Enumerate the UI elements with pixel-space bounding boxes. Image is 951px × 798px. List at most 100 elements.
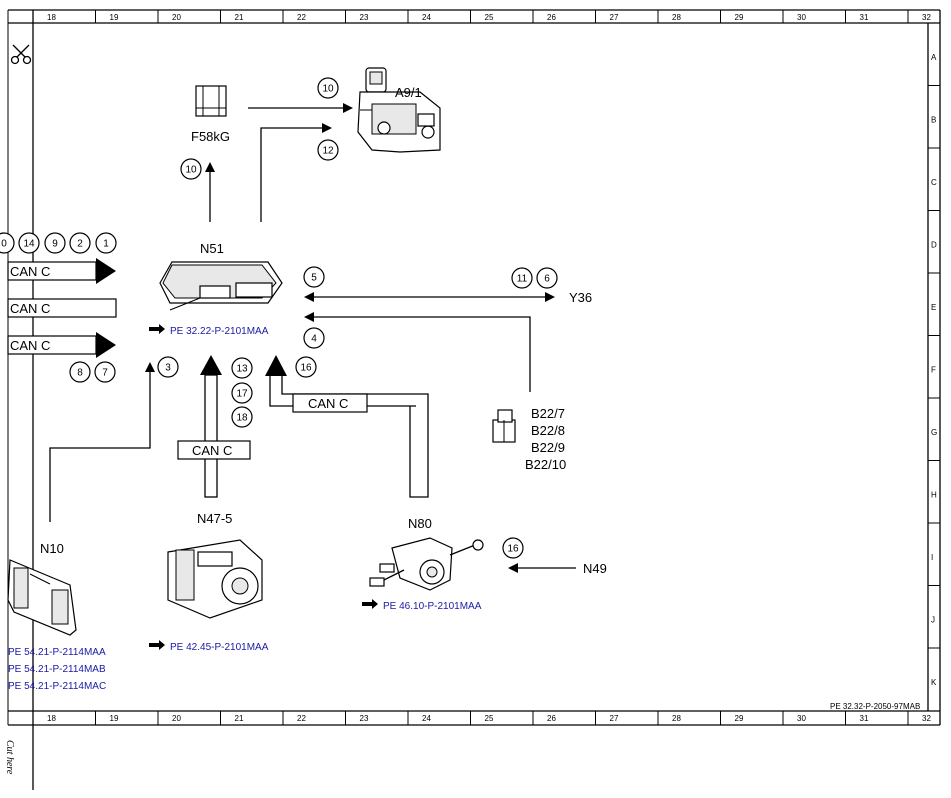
row-label: G — [931, 428, 937, 437]
col-label-bottom: 28 — [672, 714, 681, 723]
col-label-bottom: 25 — [485, 714, 494, 723]
col-label-top: 32 — [922, 13, 931, 22]
row-label: F — [931, 366, 936, 375]
row-label: J — [931, 616, 935, 625]
row-label: B — [931, 116, 936, 125]
svg-text:PE 42.45-P-2101MAA: PE 42.45-P-2101MAA — [170, 642, 269, 653]
col-label-top: 23 — [360, 13, 369, 22]
col-label-bottom: 27 — [610, 714, 619, 723]
row-label: E — [931, 303, 936, 312]
signal-circle-s10b: 10 — [180, 158, 202, 180]
svg-text:CAN C: CAN C — [10, 338, 50, 353]
steering-module-n80-icon — [369, 537, 484, 591]
signal-circle-s11: 11 — [511, 267, 533, 289]
svg-text:PE 32.22-P-2101MAA: PE 32.22-P-2101MAA — [170, 326, 269, 337]
col-label-bottom: 19 — [110, 714, 119, 723]
svg-text:12: 12 — [322, 146, 334, 157]
col-label-top: 20 — [172, 13, 181, 22]
svg-text:17: 17 — [236, 389, 248, 400]
col-label-top: 28 — [672, 13, 681, 22]
svg-text:0: 0 — [1, 239, 7, 250]
ref-n47: PE 42.45-P-2101MAA — [149, 640, 269, 653]
signal-circle-s2: 2 — [69, 232, 91, 254]
y36-label: Y36 — [569, 290, 592, 305]
signal-circle-s3: 3 — [157, 356, 179, 378]
col-label-top: 30 — [797, 13, 806, 22]
b22-label-3: B22/9 — [531, 440, 565, 455]
row-label: A — [931, 53, 937, 62]
can-input-top: CAN C — [7, 258, 116, 284]
ref-n51: PE 32.22-P-2101MAA — [149, 324, 269, 337]
relay-f58-icon — [195, 85, 227, 117]
signal-circle-s17: 17 — [231, 382, 253, 404]
b22-label-4: B22/10 — [525, 457, 566, 472]
signal-circle-s8: 8 — [69, 361, 91, 383]
can-input-mid: CAN C — [7, 298, 117, 318]
svg-text:6: 6 — [544, 274, 550, 285]
n49-label: N49 — [583, 561, 607, 576]
svg-text:9: 9 — [52, 239, 58, 250]
svg-text:16: 16 — [300, 363, 312, 374]
col-label-bottom: 32 — [922, 714, 931, 723]
scissors-icon — [10, 44, 32, 65]
row-label: H — [931, 491, 937, 500]
n51-label: N51 — [200, 241, 224, 256]
col-label-top: 25 — [485, 13, 494, 22]
svg-text:10: 10 — [185, 165, 197, 176]
signal-circle-s9: 9 — [44, 232, 66, 254]
can-bus-n80: CAN C — [265, 355, 429, 498]
svg-text:8: 8 — [77, 368, 83, 379]
ref-n10-3: PE 54.21-P-2114MAC — [8, 681, 106, 692]
abs-unit-n47-icon — [167, 539, 263, 619]
row-label: C — [931, 178, 937, 187]
n80-label: N80 — [408, 516, 432, 531]
module-n10-icon — [7, 559, 77, 636]
svg-text:3: 3 — [165, 363, 171, 374]
signal-circle-s18: 18 — [231, 406, 253, 428]
cut-here-label: Cut here — [4, 740, 15, 775]
col-label-bottom: 24 — [422, 714, 431, 723]
col-label-bottom: 23 — [360, 714, 369, 723]
signal-circle-s16a: 16 — [295, 356, 317, 378]
svg-text:CAN C: CAN C — [10, 264, 50, 279]
signal-circle-s0partial: 0 — [0, 232, 15, 254]
signal-circle-s6: 6 — [536, 267, 558, 289]
b22-label-1: B22/7 — [531, 406, 565, 421]
col-label-top: 31 — [860, 13, 869, 22]
svg-text:CAN C: CAN C — [10, 301, 50, 316]
ref-n10-2: PE 54.21-P-2114MAB — [8, 664, 106, 675]
sensor-b22-icon — [492, 409, 516, 443]
svg-text:PE 46.10-P-2101MAA: PE 46.10-P-2101MAA — [383, 601, 482, 612]
row-label: K — [931, 678, 937, 687]
ref-n80: PE 46.10-P-2101MAA — [362, 599, 482, 612]
can-bus-n47: CAN C — [177, 355, 251, 498]
col-label-bottom: 18 — [47, 714, 56, 723]
col-label-bottom: 30 — [797, 714, 806, 723]
doc-id: PE 32.32-P-2050-97MAB — [830, 702, 920, 711]
signal-circle-s14: 14 — [18, 232, 40, 254]
col-label-bottom: 26 — [547, 714, 556, 723]
col-label-top: 22 — [297, 13, 306, 22]
svg-text:4: 4 — [311, 334, 317, 345]
b22-label-2: B22/8 — [531, 423, 565, 438]
svg-text:14: 14 — [23, 239, 35, 250]
a9-label: A9/1 — [395, 85, 422, 100]
svg-text:16: 16 — [507, 544, 519, 555]
col-label-bottom: 21 — [235, 714, 244, 723]
signal-circle-s1: 1 — [95, 232, 117, 254]
signal-circle-s13: 13 — [231, 357, 253, 379]
f58-label: F58kG — [191, 129, 230, 144]
signal-circle-s4: 4 — [303, 327, 325, 349]
signal-circle-s10a: 10 — [317, 77, 339, 99]
n47-label: N47-5 — [197, 511, 232, 526]
svg-text:18: 18 — [236, 413, 248, 424]
svg-text:1: 1 — [103, 239, 109, 250]
signal-circle-s16b: 16 — [502, 537, 524, 559]
compressor-a9-icon — [357, 67, 441, 153]
col-label-bottom: 22 — [297, 714, 306, 723]
n10-label: N10 — [40, 541, 64, 556]
signal-circle-s7: 7 — [94, 361, 116, 383]
svg-text:2: 2 — [77, 239, 83, 250]
